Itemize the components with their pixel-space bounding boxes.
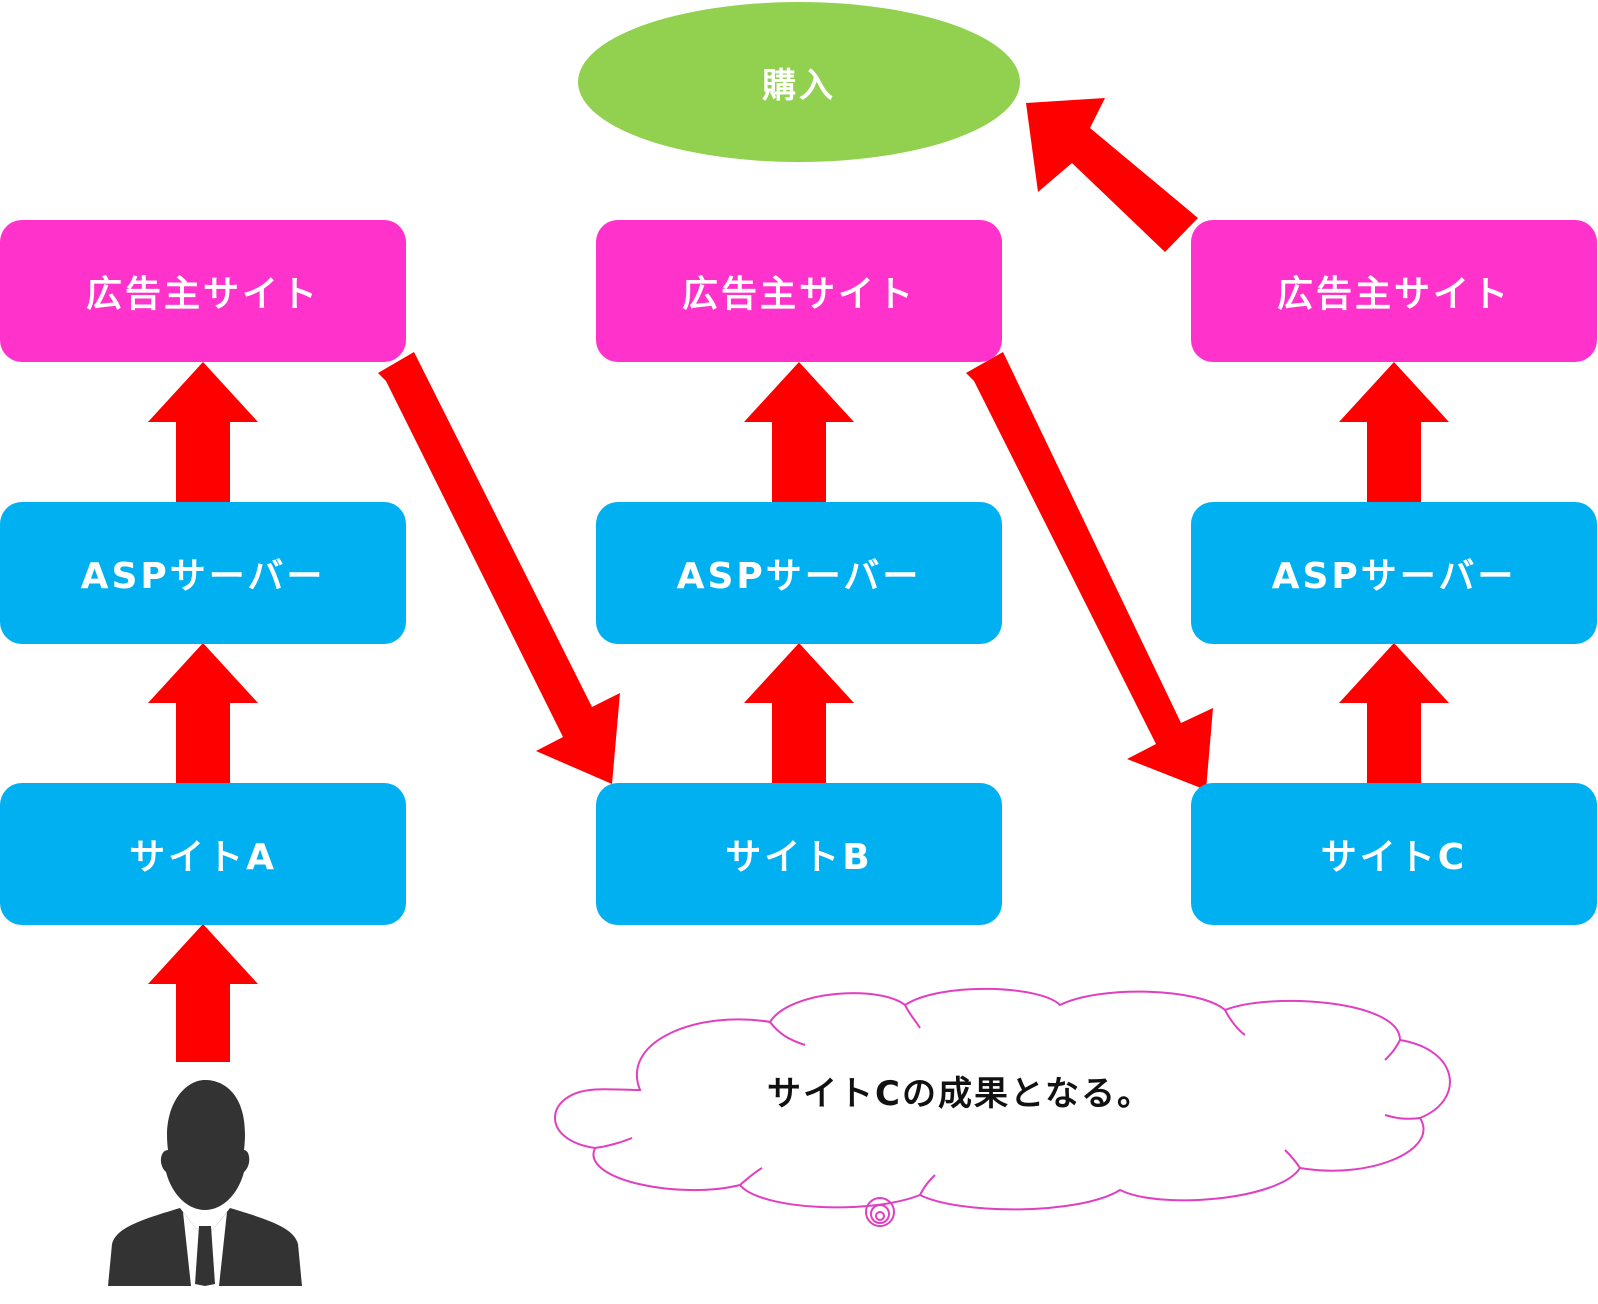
- site-label: サイトC: [1320, 837, 1468, 878]
- person-icon: [108, 1080, 302, 1286]
- arrow-up-col1-user-to-site: [148, 924, 258, 1062]
- callout-label: サイトCの成果となる。: [767, 1073, 1153, 1114]
- arrow-up-col1-site-to-asp: [148, 643, 258, 785]
- purchase-node: 購入: [578, 2, 1020, 162]
- callout-text: サイトCの成果となる。: [620, 1060, 1300, 1120]
- arrow-up-col1-asp-to-advertiser: [148, 362, 258, 505]
- site-label: サイトA: [129, 837, 277, 878]
- asp-server-box-3: ASPサーバー: [1191, 502, 1597, 644]
- arrow-up-col3-asp-to-advertiser: [1339, 362, 1449, 505]
- site-a-box: サイトA: [0, 783, 406, 925]
- advertiser-site-box-3: 広告主サイト: [1191, 220, 1597, 362]
- arrow-diagonal-advertiser1-to-siteB: [378, 352, 620, 784]
- asp-server-box-2: ASPサーバー: [596, 502, 1002, 644]
- advertiser-site-label: 広告主サイト: [85, 274, 320, 315]
- asp-server-label: ASPサーバー: [80, 556, 326, 597]
- arrow-up-col3-site-to-asp: [1339, 643, 1449, 785]
- cloud-callout-icon: [554, 987, 1451, 1227]
- site-b-box: サイトB: [596, 783, 1002, 925]
- advertiser-site-label: 広告主サイト: [681, 274, 916, 315]
- arrow-up-col2-asp-to-advertiser: [744, 362, 854, 505]
- purchase-label: 購入: [762, 65, 836, 106]
- site-c-box: サイトC: [1191, 783, 1597, 925]
- advertiser-site-label: 広告主サイト: [1276, 274, 1511, 315]
- asp-server-label: ASPサーバー: [1271, 556, 1517, 597]
- asp-server-box-1: ASPサーバー: [0, 502, 406, 644]
- arrow-diagonal-advertiser3-to-purchase: [1026, 98, 1198, 252]
- advertiser-site-box-2: 広告主サイト: [596, 220, 1002, 362]
- advertiser-site-box-1: 広告主サイト: [0, 220, 406, 362]
- asp-server-label: ASPサーバー: [676, 556, 922, 597]
- site-label: サイトB: [725, 837, 873, 878]
- arrow-up-col2-site-to-asp: [744, 643, 854, 785]
- arrow-diagonal-advertiser2-to-siteC: [966, 352, 1213, 790]
